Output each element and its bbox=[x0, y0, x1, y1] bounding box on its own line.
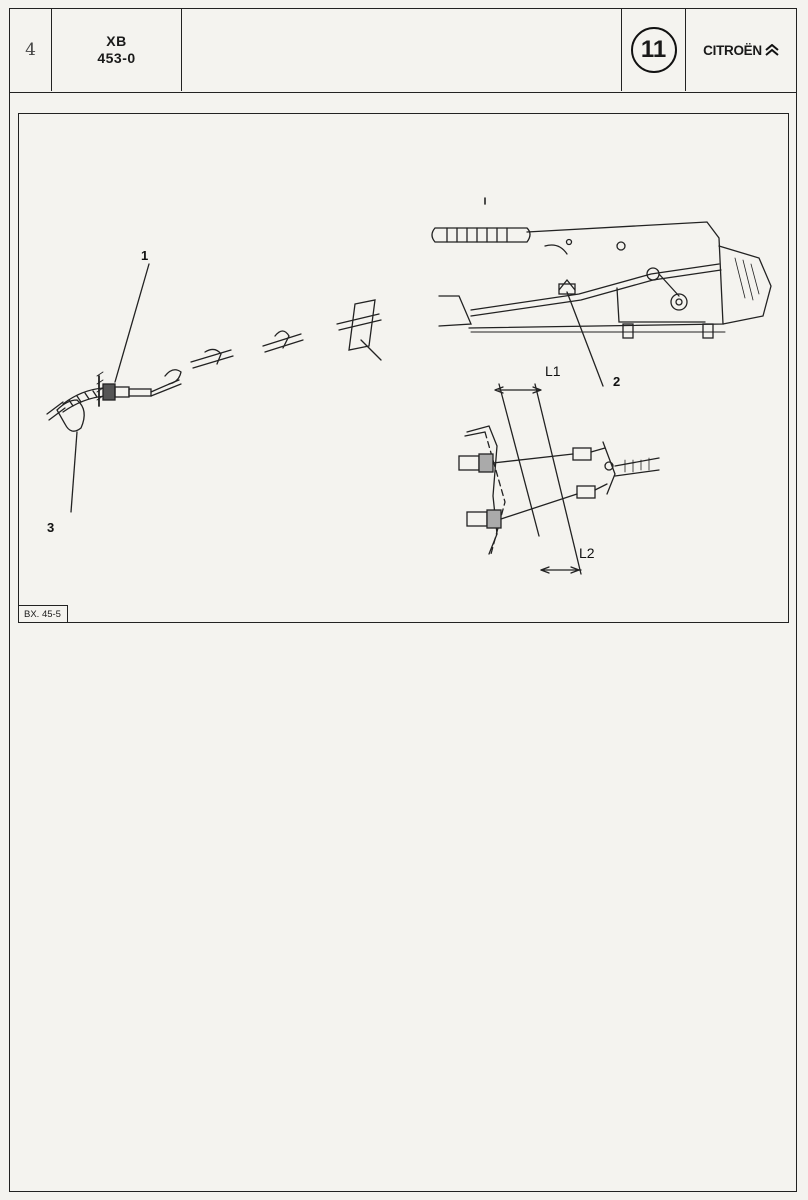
section-cell: 11 bbox=[622, 9, 686, 91]
section-number: 11 bbox=[630, 27, 677, 73]
document-sheet: 4 XB 453-0 11 CITROËN bbox=[9, 8, 797, 1192]
callout-leader-2 bbox=[566, 291, 604, 387]
cable-length-detail bbox=[458, 383, 660, 575]
cable-adjuster-nut bbox=[96, 371, 152, 407]
handbrake-lever-assembly bbox=[431, 197, 772, 339]
model-code-line1: XB bbox=[106, 33, 127, 49]
model-code: XB 453-0 bbox=[52, 9, 182, 91]
dimension-l1: L1 bbox=[545, 363, 561, 379]
figure-reference: BX. 45-5 bbox=[19, 605, 68, 622]
callout-1: 1 bbox=[141, 248, 148, 263]
cable-run bbox=[150, 299, 382, 397]
callout-leader-3 bbox=[70, 431, 78, 513]
double-chevron-icon bbox=[765, 44, 779, 56]
dimension-l2: L2 bbox=[579, 545, 595, 561]
callout-2: 2 bbox=[613, 374, 620, 389]
rear-brake-lever bbox=[46, 399, 85, 432]
technical-figure: 1 2 3 L1 L2 BX. 45-5 bbox=[18, 113, 789, 623]
callout-3: 3 bbox=[47, 520, 54, 535]
model-code-line2: 453-0 bbox=[97, 50, 136, 66]
page-number: 4 bbox=[10, 9, 52, 91]
page-header: 4 XB 453-0 11 CITROËN bbox=[10, 9, 796, 93]
callout-leader-1 bbox=[114, 263, 150, 383]
handbrake-cable-diagram: 1 2 3 L1 L2 bbox=[46, 197, 772, 575]
brand-name: CITROËN bbox=[703, 42, 762, 58]
brand-cell: CITROËN bbox=[686, 9, 796, 91]
title-field bbox=[182, 9, 622, 91]
